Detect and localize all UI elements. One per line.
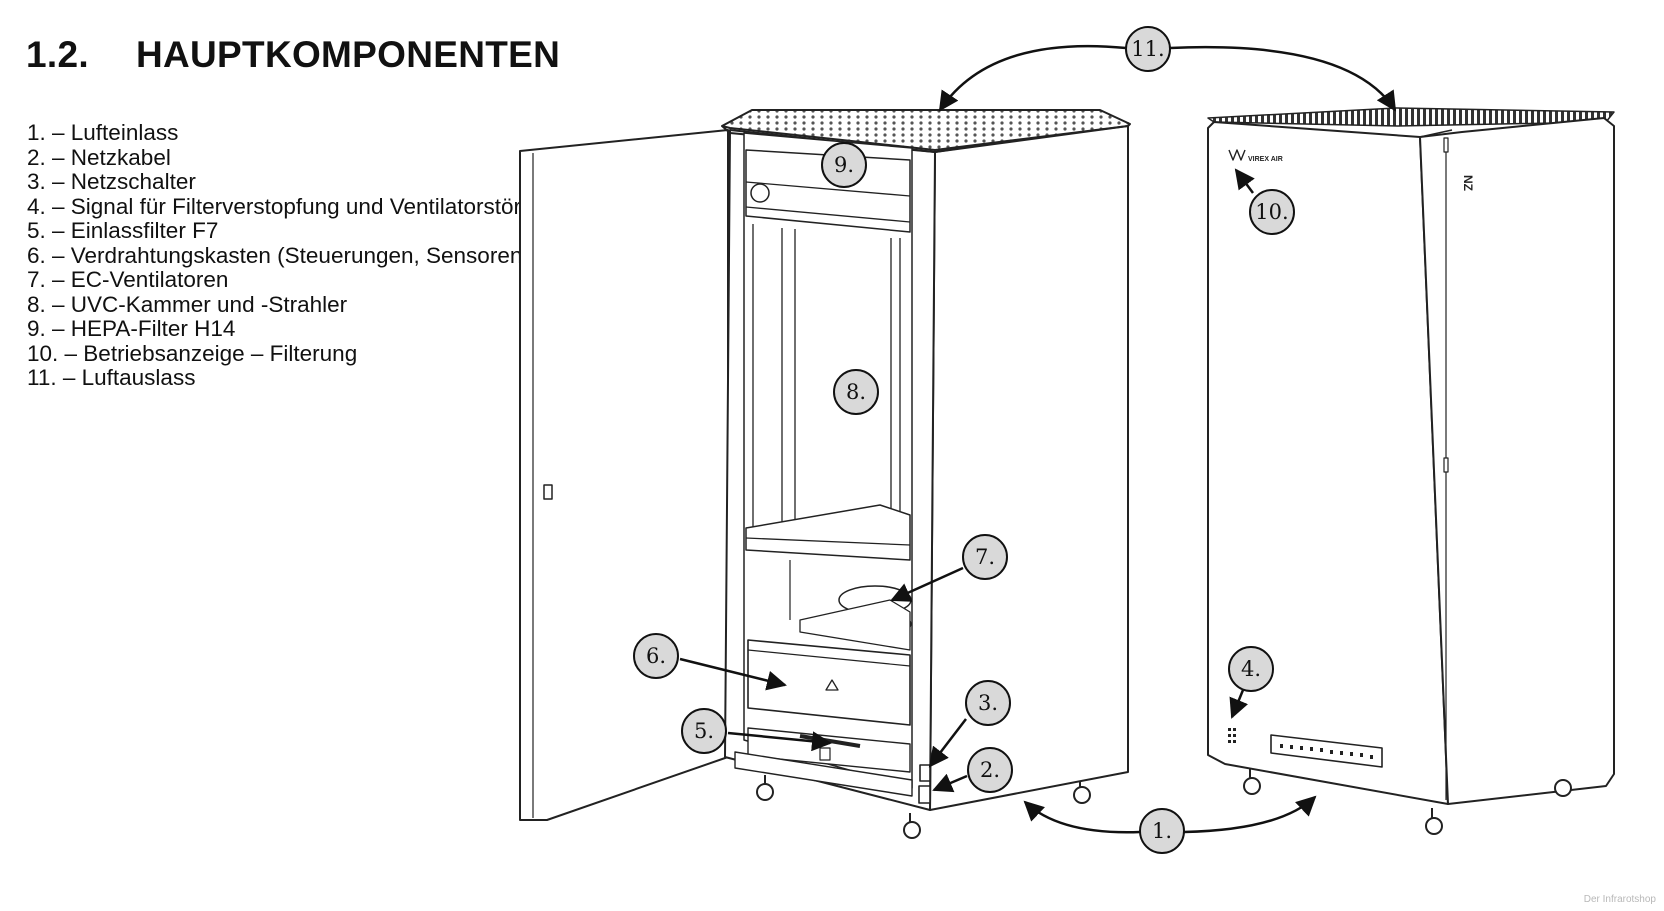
indicator-leds — [1280, 744, 1373, 759]
wiring-box — [747, 639, 911, 726]
arrow-10 — [1234, 168, 1255, 194]
legend-item: 4. – Signal für Filterverstopfung und Ve… — [27, 193, 584, 219]
warning-icon — [825, 679, 839, 691]
legend-item: 9. – HEPA-Filter H14 — [27, 316, 236, 341]
callout-9: 9. — [821, 142, 867, 188]
side-brand-mark: NZ — [1461, 175, 1475, 191]
caster-wheel — [1073, 782, 1091, 804]
legend-item: 3. – Netzschalter — [27, 169, 196, 194]
arrow-5 — [727, 731, 832, 752]
door-handle — [543, 484, 553, 500]
callout-8: 8. — [833, 369, 879, 415]
caster-wheel — [1243, 768, 1261, 795]
component-legend: 1. – Lufteinlass 2. – Netzkabel 3. – Net… — [27, 120, 666, 391]
fan-tray — [745, 504, 911, 561]
cabinet-side-panel — [929, 122, 1129, 811]
side-clip — [1443, 137, 1449, 153]
caster-wheel — [1425, 808, 1443, 835]
legend-item: 2. – Netzkabel — [27, 144, 171, 170]
legend-item: 1. – Lufteinlass — [27, 120, 179, 145]
callout-label: 9. — [834, 153, 854, 177]
section-heading: 1.2. HAUPTKOMPONENTEN — [26, 34, 560, 76]
indicator-display — [1270, 734, 1383, 768]
power-switch — [919, 764, 931, 782]
legend-item: 11. – Luftauslass — [27, 365, 196, 390]
closed-purifier-unit: VIREX AIR NZ — [1207, 107, 1615, 835]
section-number: 1.2. — [26, 34, 89, 75]
side-clip — [1443, 457, 1449, 473]
callout-4: 4. — [1228, 646, 1274, 692]
legend-item: 8. – UVC-Kammer und -Strahler — [27, 291, 348, 317]
arrow-3 — [928, 718, 967, 768]
callout-arrows — [679, 44, 1397, 834]
callout-label: 8. — [846, 380, 866, 404]
arrow-11-right — [1169, 45, 1397, 112]
front-panel — [1207, 121, 1449, 805]
callout-label: 11. — [1131, 37, 1164, 61]
top-grille — [721, 109, 1131, 151]
callout-6: 6. — [633, 633, 679, 679]
callout-label: 7. — [975, 545, 995, 569]
brand-logo-icon — [1228, 149, 1246, 161]
callout-label: 4. — [1241, 657, 1261, 681]
arrow-7 — [890, 566, 964, 602]
callout-label: 1. — [1152, 819, 1172, 843]
side-panel — [1419, 117, 1615, 805]
caster-wheel — [1554, 779, 1572, 797]
caster-wheel — [756, 775, 774, 801]
base-rail — [734, 751, 913, 797]
legend-item: 5. – Einlassfilter F7 — [27, 218, 219, 243]
fan-mount-plate — [799, 599, 911, 651]
callout-1: 1. — [1139, 808, 1185, 854]
arrow-4 — [1229, 689, 1249, 719]
hepa-clamp — [750, 183, 770, 203]
brand-logo-text: VIREX AIR — [1248, 156, 1283, 163]
legend-item: 7. – EC-Ventilatoren — [27, 267, 229, 292]
arrow-2 — [932, 773, 968, 793]
open-purifier-unit — [519, 109, 1131, 839]
caster-wheel — [903, 813, 921, 839]
arrow-11-left — [938, 44, 1127, 112]
arrow-1-right — [1183, 795, 1317, 834]
callout-label: 5. — [694, 719, 714, 743]
callout-label: 2. — [980, 758, 1000, 782]
callout-11: 11. — [1125, 26, 1171, 72]
legend-item: 10. – Betriebsanzeige – Filterung — [27, 340, 358, 366]
callout-3: 3. — [965, 680, 1011, 726]
arrow-6 — [679, 657, 787, 691]
callout-2: 2. — [967, 747, 1013, 793]
status-signal-lights — [1228, 728, 1236, 743]
section-title: HAUPTKOMPONENTEN — [136, 34, 561, 75]
callout-label: 10. — [1255, 200, 1288, 224]
callout-label: 6. — [646, 644, 666, 668]
callout-5: 5. — [681, 708, 727, 754]
callout-label: 3. — [978, 691, 998, 715]
callout-7: 7. — [962, 534, 1008, 580]
watermark: Der Infrarotshop — [1583, 894, 1656, 905]
callout-10: 10. — [1249, 189, 1295, 235]
arrow-1-left — [1023, 800, 1141, 834]
power-socket — [918, 785, 931, 804]
